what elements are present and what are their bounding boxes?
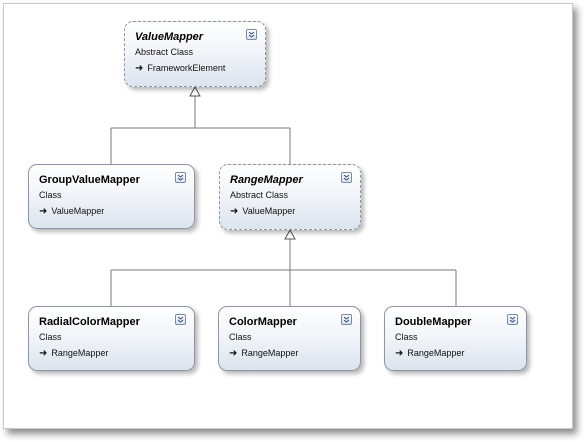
class-name: ValueMapper — [135, 31, 204, 43]
class-base: ➜ ValueMapper — [230, 206, 350, 217]
inheritance-arrowhead-valuemapper — [189, 85, 201, 97]
base-class-name: RangeMapper — [407, 348, 465, 358]
class-box-radialcolormapper[interactable]: RadialColorMapper Class ➜ RangeMapper — [28, 306, 195, 371]
base-class-name: ValueMapper — [51, 206, 105, 216]
class-base: ➜ RangeMapper — [229, 348, 350, 359]
class-kind: Class — [39, 332, 62, 342]
base-class-name: FrameworkElement — [147, 63, 226, 73]
inherits-arrow-icon: ➜ — [230, 206, 239, 217]
class-name: RangeMapper — [230, 174, 303, 186]
collapse-chevron-icon[interactable] — [175, 172, 186, 183]
class-base: ➜ RangeMapper — [395, 348, 516, 359]
inherits-arrow-icon: ➜ — [229, 348, 238, 359]
class-name: DoubleMapper — [395, 316, 472, 328]
base-class-name: RangeMapper — [241, 348, 299, 358]
class-kind: Class — [395, 332, 418, 342]
class-box-colormapper[interactable]: ColorMapper Class ➜ RangeMapper — [218, 306, 361, 371]
inheritance-arrowhead-rangemapper — [284, 228, 296, 240]
class-base: ➜ ValueMapper — [39, 206, 184, 217]
inherits-arrow-icon: ➜ — [395, 348, 404, 359]
collapse-chevron-icon[interactable] — [341, 172, 352, 183]
class-box-groupvaluemapper[interactable]: GroupValueMapper Class ➜ ValueMapper — [28, 164, 195, 229]
class-name: RadialColorMapper — [39, 316, 140, 328]
class-kind: Abstract Class — [135, 47, 194, 57]
collapse-chevron-icon[interactable] — [175, 314, 186, 325]
class-kind: Abstract Class — [230, 190, 289, 200]
class-box-doublemapper[interactable]: DoubleMapper Class ➜ RangeMapper — [384, 306, 527, 371]
collapse-chevron-icon[interactable] — [507, 314, 518, 325]
class-base: ➜ FrameworkElement — [135, 63, 255, 74]
class-box-valuemapper[interactable]: ValueMapper Abstract Class ➜ FrameworkEl… — [124, 21, 266, 87]
class-kind: Class — [39, 190, 62, 200]
collapse-chevron-icon[interactable] — [246, 29, 257, 40]
inherits-arrow-icon: ➜ — [39, 206, 48, 217]
inherits-arrow-icon: ➜ — [135, 63, 144, 74]
collapse-chevron-icon[interactable] — [341, 314, 352, 325]
class-base: ➜ RangeMapper — [39, 348, 184, 359]
base-class-name: RangeMapper — [51, 348, 109, 358]
class-name: GroupValueMapper — [39, 174, 140, 186]
class-kind: Class — [229, 332, 252, 342]
class-box-rangemapper[interactable]: RangeMapper Abstract Class ➜ ValueMapper — [219, 164, 361, 230]
base-class-name: ValueMapper — [242, 206, 296, 216]
inherits-arrow-icon: ➜ — [39, 348, 48, 359]
class-name: ColorMapper — [229, 316, 297, 328]
